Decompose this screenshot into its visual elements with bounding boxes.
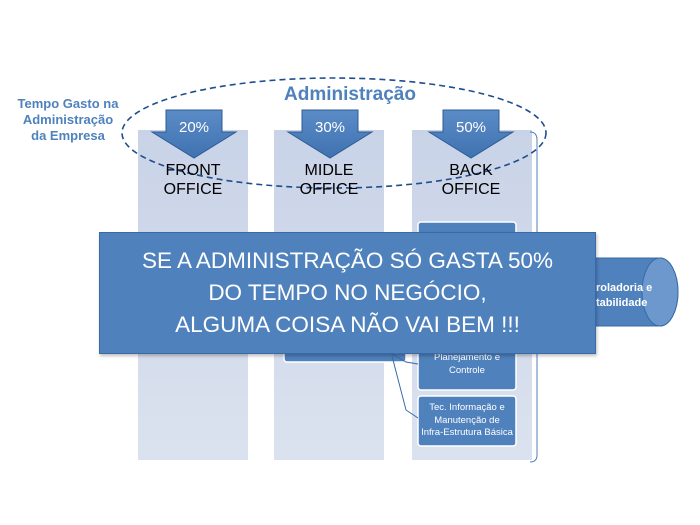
- side-label-line1: Tempo Gasto na: [17, 96, 119, 111]
- front-office-label-line2: OFFICE: [163, 181, 223, 198]
- administration-ellipse: [121, 77, 547, 189]
- front-office-label-line1: FRONT: [165, 162, 221, 179]
- front-office-label: FRONT OFFICE: [133, 161, 253, 199]
- back-office-label: BACK OFFICE: [411, 161, 531, 199]
- it-infrastructure-line1: Tec. Informação e: [429, 402, 505, 413]
- warning-banner: SE A ADMINISTRAÇÃO SÓ GASTA 50% DO TEMPO…: [99, 232, 596, 354]
- midle-office-percent: 30%: [314, 119, 346, 136]
- cylinder-cap: [641, 257, 679, 327]
- midle-office-label-line2: OFFICE: [299, 181, 359, 198]
- side-label: Tempo Gasto na Administração da Empresa: [8, 96, 128, 144]
- cylinder-text: roladoria e tabilidade: [596, 281, 666, 311]
- back-office-percent: 50%: [455, 119, 487, 136]
- midle-office-arrow: [286, 109, 374, 159]
- cylinder-text-line1: roladoria e: [596, 282, 653, 294]
- banner-line3: ALGUMA COISA NÃO VAI BEM !!!: [175, 312, 520, 337]
- side-label-line3: da Empresa: [31, 128, 105, 143]
- banner-line2: DO TEMPO NO NEGÓCIO,: [208, 280, 487, 305]
- connector-it: [391, 355, 419, 419]
- cylinder-text-line2: tabilidade: [596, 297, 648, 309]
- connector-planning: [391, 353, 419, 365]
- planning-control-text: Planejamento e Controle: [418, 352, 516, 377]
- midle-office-label: MIDLE OFFICE: [269, 161, 389, 199]
- banner-line1: SE A ADMINISTRAÇÃO SÓ GASTA 50%: [142, 248, 553, 273]
- back-office-label-line1: BACK: [449, 162, 493, 179]
- front-office-percent: 20%: [178, 119, 210, 136]
- back-office-label-line2: OFFICE: [441, 181, 501, 198]
- it-infrastructure-line2: Manutenção de: [434, 414, 500, 426]
- back-office-arrow: [427, 109, 515, 159]
- it-infrastructure-text: Tec. Informação e Manutenção de Infra-Es…: [416, 402, 518, 440]
- midle-office-label-line1: MIDLE: [304, 162, 354, 179]
- side-label-line2: Administração: [22, 112, 114, 127]
- planning-control-line2: Controle: [449, 364, 485, 376]
- front-office-arrow: [150, 109, 238, 159]
- planning-control-line1: Planejamento e: [433, 352, 501, 363]
- it-infrastructure-line3: Infra-Estrutura Básica: [421, 427, 513, 438]
- administration-title: Administração: [284, 84, 416, 105]
- it-infrastructure-box: [417, 395, 517, 447]
